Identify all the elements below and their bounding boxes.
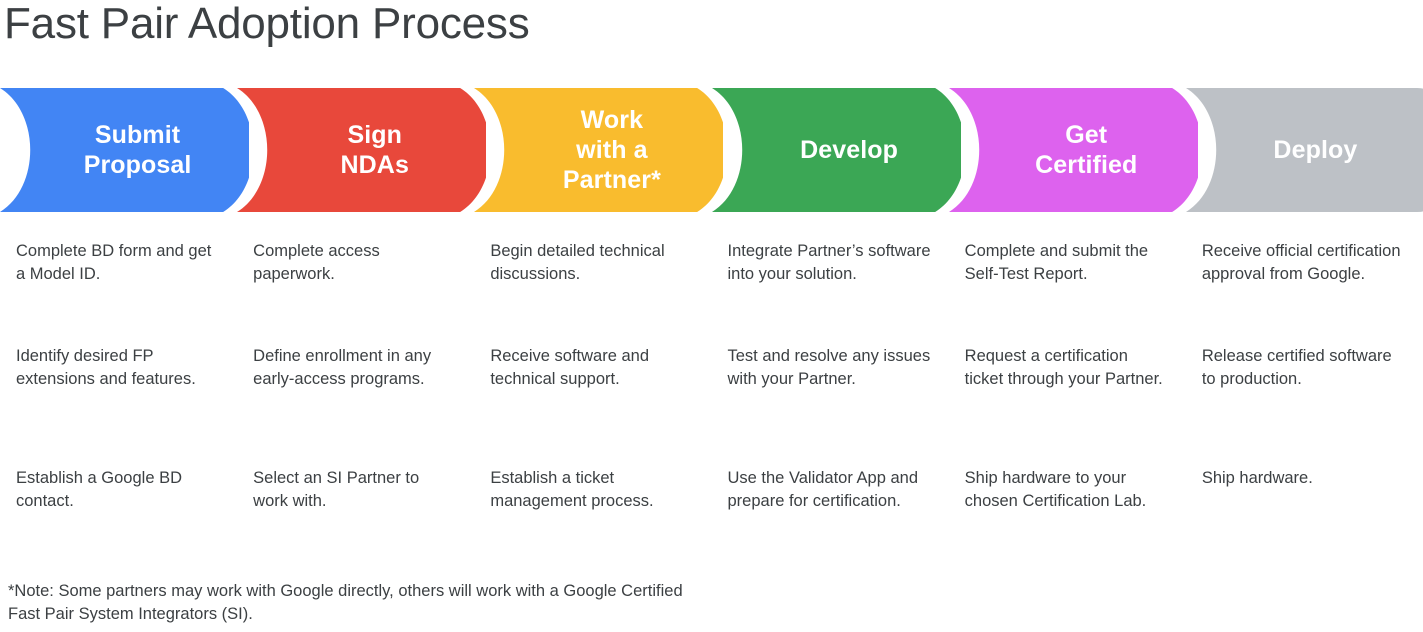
chevron-shape-develop [711, 88, 961, 212]
chevron-shape-get-certified [948, 88, 1198, 212]
detail-item: Ship hardware. [1201, 469, 1313, 487]
stage-label-sign-ndas: Sign NDAs [340, 121, 409, 179]
detail-item: Complete access paperwork. [253, 242, 380, 283]
stage-label-get-certified: Get Certified [1035, 121, 1138, 179]
stage-label-submit-proposal: Submit Proposal [83, 121, 192, 179]
detail-item: Ship hardware to your chosen Certificati… [964, 469, 1147, 510]
detail-item: Test and resolve any issues with your Pa… [727, 347, 931, 388]
process-stage-sign-ndas[interactable]: Sign NDAs [237, 88, 487, 212]
detail-item: Receive software and technical support. [490, 347, 649, 388]
detail-item: Begin detailed technical discussions. [490, 242, 665, 283]
chevron-shape-deploy [1185, 88, 1423, 212]
stage-label-develop: Develop [800, 136, 899, 164]
process-stage-work-with-a-partner[interactable]: Work with a Partner* [474, 88, 724, 212]
detail-item: Define enrollment in any early-access pr… [253, 347, 432, 388]
detail-item: Release certified software to production… [1201, 347, 1392, 388]
detail-item: Identify desired FP extensions and featu… [16, 347, 196, 388]
chevron-shape-sign-ndas [237, 88, 487, 212]
page-title: Fast Pair Adoption Process [4, 0, 530, 48]
stage-label-deploy: Deploy [1273, 136, 1358, 164]
detail-item: Integrate Partner’s software into your s… [727, 242, 931, 283]
chevron-shape-submit-proposal [0, 88, 250, 212]
detail-item: Complete and submit the Self-Test Report… [964, 242, 1149, 283]
detail-item: Receive official certification approval … [1201, 242, 1401, 283]
process-stage-get-certified[interactable]: Get Certified [948, 88, 1198, 212]
detail-item: Use the Validator App and prepare for ce… [727, 469, 919, 510]
detail-item: Request a certification ticket through y… [964, 347, 1163, 388]
detail-item: Establish a ticket management process. [490, 469, 654, 510]
stage-label-work-with-a-partner: Work with a Partner* [562, 106, 661, 194]
process-chevron-band: Submit Proposal Sign NDAs Work with a Part… [0, 88, 1423, 212]
process-stage-submit-proposal[interactable]: Submit Proposal [0, 88, 250, 212]
process-stage-deploy[interactable]: Deploy [1185, 88, 1423, 212]
detail-item: Complete BD form and get a Model ID. [16, 242, 212, 283]
footnote: *Note: Some partners may work with Googl… [8, 582, 683, 623]
chevron-shape-work-with-a-partner [474, 88, 724, 212]
detail-item: Select an SI Partner to work with. [253, 469, 420, 510]
detail-item: Establish a Google BD contact. [16, 469, 183, 510]
process-stage-develop[interactable]: Develop [711, 88, 961, 212]
